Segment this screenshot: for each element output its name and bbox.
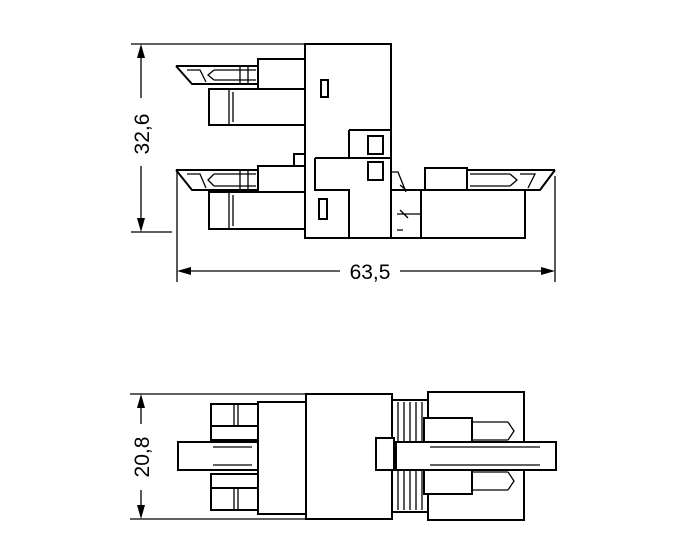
top-contact-window-1	[367, 135, 384, 155]
bottom-view-connector	[177, 391, 557, 521]
top-latch-window-upper	[320, 79, 329, 98]
top-view-connector	[175, 43, 556, 239]
bottom-height-dimension: 20,8	[130, 393, 306, 520]
top-right-plug	[390, 167, 556, 239]
bottom-height-value: 20,8	[131, 437, 154, 478]
top-contact-window-2	[367, 161, 384, 181]
top-height-value: 32,6	[131, 114, 154, 155]
bottom-left-plug	[177, 401, 307, 515]
top-upper-left-plug	[175, 58, 306, 126]
top-lower-left-plug	[175, 153, 306, 230]
top-body-inner-steps	[314, 129, 391, 238]
top-height-dimension: 32,6	[131, 43, 305, 233]
bottom-right-plug	[375, 391, 557, 521]
top-width-dimension: 63,5	[176, 172, 556, 284]
top-latch-window-lower	[318, 198, 328, 220]
top-width-value: 63,5	[350, 261, 391, 284]
